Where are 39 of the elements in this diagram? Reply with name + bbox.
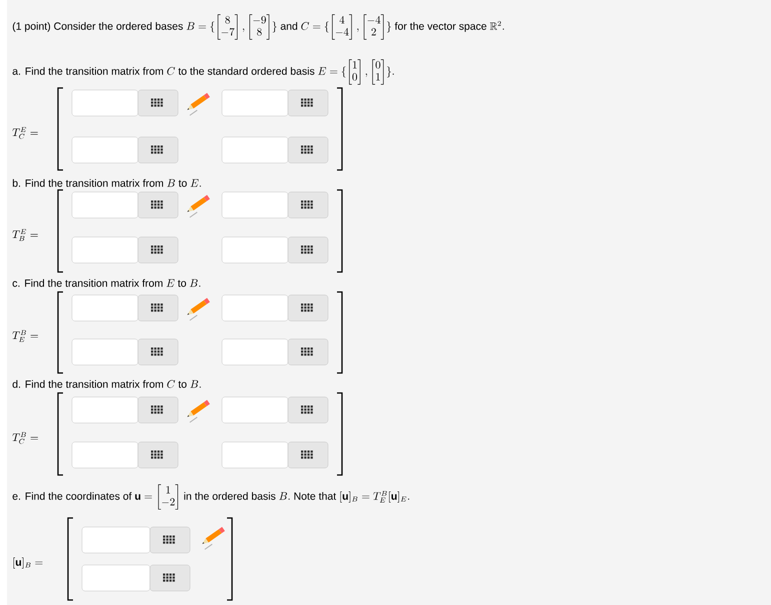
label: $\mathbb{R}^2.$ [490, 21, 504, 30]
label: in the ordered basis [184, 492, 276, 500]
question-text: (1 point) Consider the ordered bases $B = \{ \begin{bmatrix}8\\-7\end{bmatrix}, \begin{bmatrix}-9\\8\end{bmatrix} \}$ and $C = \{ \begin{bmatrix}4\\-4\end{bmatrix}, \begin{bmatrix}-4\\2\end{bmatrix} \}$ for the vector space $\mathbb{R}^2.$ [12, 14, 504, 40]
label: Note that [294, 492, 336, 500]
label: $\mathbf{u} = \begin{bmatrix}1\\-2\end{bmatrix}$ [135, 484, 178, 510]
label: b. Find the transition matrix from [12, 179, 164, 187]
matrix-label: $T_E^B =$ [12, 330, 38, 342]
label: $C = \{ \begin{bmatrix}4\\-4\end{bmatrix}, \begin{bmatrix}-4\\2\end{bmatrix} \}$ [301, 14, 391, 40]
label: $E$ [166, 279, 174, 287]
matrix-label: $T_B^E =$ [12, 229, 38, 241]
question-text: e. Find the coordinates of $\mathbf{u} = \begin{bmatrix}1\\-2\end{bmatrix}$ in the ordered basis $B.$ Note that $[\mathbf{u}]_B = T_E^B[\mathbf{u}]_E.$ [12, 484, 410, 510]
label: $B.$ [279, 492, 290, 500]
label: c. Find the transition matrix from [12, 279, 162, 287]
label: $C$ [167, 67, 175, 75]
matrix-label: $T_C^E =$ [12, 127, 38, 139]
label: (1 point) Consider the ordered bases [12, 22, 183, 32]
label: $B.$ [190, 279, 200, 287]
label: $[\mathbf{u}]_B = T_E^B[\mathbf{u}]_E.$ [340, 490, 410, 502]
question-text: d. Find the transition matrix from $C$ to $B.$ [12, 380, 201, 388]
label: $C$ [167, 380, 175, 388]
question-text: a. Find the transition matrix from $C$ to the standard ordered basis $E = \{ \begin{bmatrix}1\\0\end{bmatrix}, \begin{bmatrix}0\\1\end{bmatrix} \}.$ [12, 59, 394, 85]
label: and [280, 22, 298, 30]
label: d. Find the transition matrix from [12, 380, 164, 388]
question-text: c. Find the transition matrix from $E$ to $B.$ [12, 279, 200, 287]
label: $B = \{ \begin{bmatrix}8\\-7\end{bmatrix}, \begin{bmatrix}-9\\8\end{bmatrix} \}$ [186, 14, 277, 40]
label: $E.$ [190, 179, 201, 187]
label: a. Find the transition matrix from [12, 67, 164, 75]
label: $E = \{ \begin{bmatrix}1\\0\end{bmatrix}, \begin{bmatrix}0\\1\end{bmatrix} \}.$ [318, 59, 394, 85]
label: to [178, 180, 187, 187]
label: for the vector space [394, 22, 486, 32]
label: $B$ [167, 179, 175, 187]
label: $B.$ [190, 380, 201, 388]
matrix-label: $[\mathbf{u}]_B =$ [14, 558, 43, 568]
label: to [178, 280, 186, 287]
label: to the standard ordered basis [178, 67, 314, 75]
question-text: b. Find the transition matrix from $B$ to $E.$ [12, 179, 201, 187]
matrix-label: $T_C^B =$ [12, 432, 38, 444]
label: e. Find the coordinates of [12, 492, 132, 500]
label: to [178, 380, 186, 388]
